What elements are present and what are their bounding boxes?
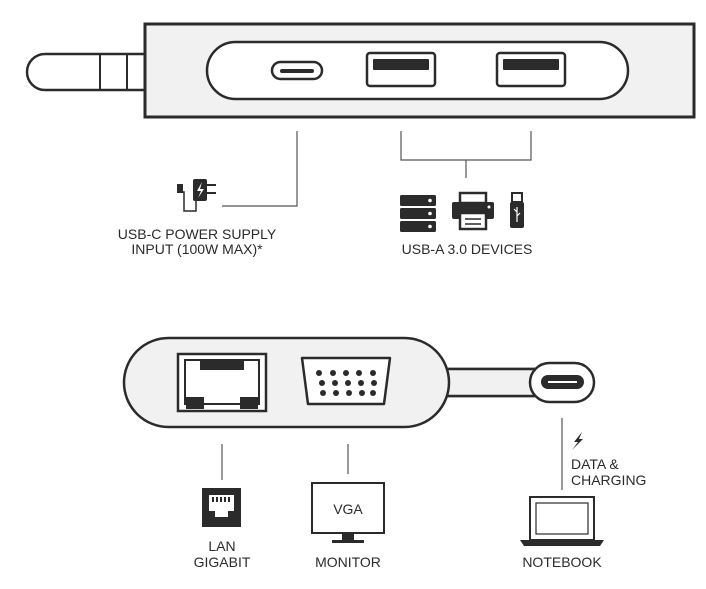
- hard-drive-icon: [400, 195, 436, 232]
- laptop-icon: [520, 496, 604, 546]
- monitor-label: MONITOR: [315, 554, 381, 570]
- printer-icon: [452, 191, 494, 231]
- monitor-icon: [311, 482, 385, 543]
- usb-a-port-2: [495, 51, 567, 88]
- usba-devices-label: USB-A 3.0 DEVICES: [402, 241, 533, 257]
- usb-c-plug: [528, 361, 596, 404]
- vga-port: [300, 356, 392, 406]
- power-connector-line: [222, 131, 298, 207]
- power-label-line1: USB-C POWER SUPPLY: [118, 226, 277, 242]
- adapter-body: [122, 336, 451, 429]
- power-adapter-icon: [177, 179, 216, 212]
- usb-a-port-1: [365, 51, 437, 88]
- power-label-line2: INPUT (100W MAX)*: [131, 241, 263, 257]
- ethernet-icon: [202, 488, 241, 527]
- data-charging-line2: CHARGING: [571, 472, 646, 488]
- lan-label-line1: LAN: [208, 538, 235, 554]
- lightning-icon: [572, 432, 583, 450]
- lan-port: [176, 352, 268, 413]
- usba-bracket-line: [400, 131, 532, 178]
- notebook-label: NOTEBOOK: [522, 554, 602, 570]
- top-hub-cable: [25, 52, 145, 92]
- top-hub: [25, 22, 696, 119]
- monitor-screen-text: VGA: [333, 501, 363, 517]
- bottom-adapter: [122, 336, 596, 429]
- usb-stick-icon: [510, 192, 524, 228]
- data-charging-line1: DATA &: [571, 456, 619, 472]
- lan-label-line2: GIGABIT: [194, 554, 251, 570]
